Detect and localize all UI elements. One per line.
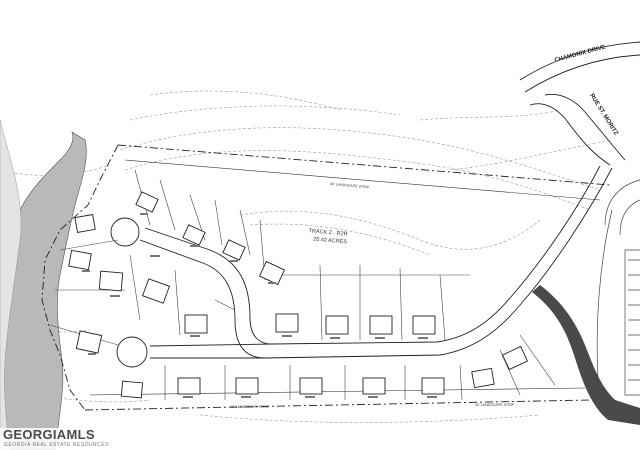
landscape-strip-label-bottom: 40' LANDSCAPE STRIP <box>230 405 270 409</box>
watermark-brand: GEORGIAMLS <box>3 427 95 442</box>
lot-annotations <box>82 213 437 398</box>
parking-lot <box>596 179 640 396</box>
georgiamls-watermark: GEORGIAMLS GEORGIA REAL ESTATE RESOURCES <box>0 428 132 450</box>
pavement <box>532 285 640 425</box>
topo-contours <box>0 90 611 423</box>
cul-de-sac <box>110 217 148 368</box>
tree-line <box>0 119 87 450</box>
tract-area: 20.42 ACRES <box>313 237 348 246</box>
tract-label: TRACK 2 - R2R <box>308 228 348 237</box>
landscape-strip-label-bottom-right: 40' LANDSCAPE STRIP <box>475 403 515 407</box>
property-boundary <box>41 144 611 411</box>
house-footprints <box>68 191 529 399</box>
watermark-tagline: GEORGIA REAL ESTATE RESOURCES <box>4 442 109 448</box>
rue-st-moritz-label: RUE ST. MORITZ <box>588 93 619 137</box>
chamonix-drive <box>519 41 640 166</box>
internal-street <box>139 165 613 359</box>
landscape-strip <box>89 159 601 396</box>
landscape-strip-label-top: 40' LANDSCAPE STRIP <box>330 182 370 189</box>
